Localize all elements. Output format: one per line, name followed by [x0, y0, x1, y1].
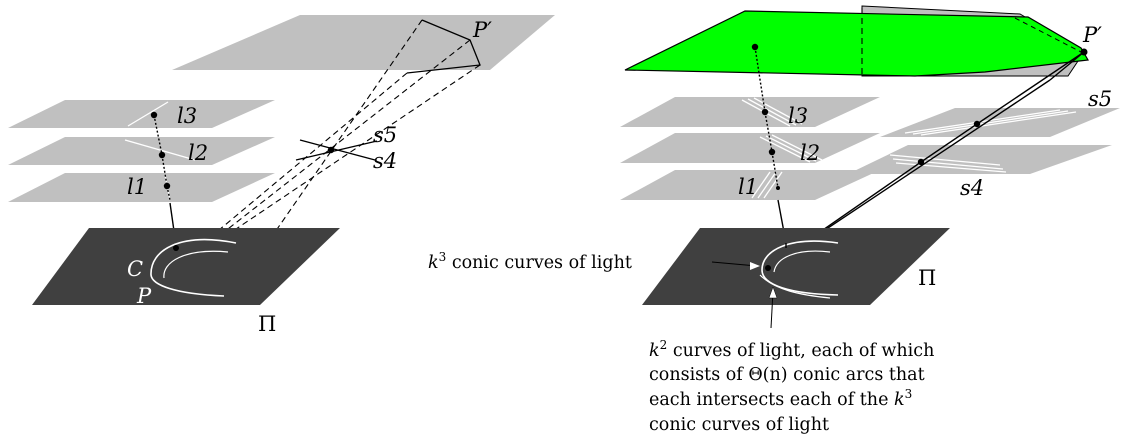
- annotation-curves-line4: conic curves of light: [649, 415, 829, 435]
- right-plane-l3: [620, 97, 880, 127]
- left-top-plane: [172, 15, 555, 70]
- right-point-p-prime: [1080, 48, 1088, 56]
- right-line-p-prime-low: [1049, 51, 1085, 81]
- left-panel: [8, 15, 555, 305]
- annotation-line1-k: k: [649, 341, 660, 361]
- annotation-line1-exp: 2: [660, 338, 668, 352]
- right-line-p-prime-s: [976, 51, 1085, 125]
- right-plane-l1: [620, 170, 880, 200]
- right-l-white-lines: [741, 97, 823, 199]
- left-line-s4: [299, 139, 376, 161]
- right-arrow-conic: [711, 261, 758, 267]
- right-curve-lower: [759, 274, 831, 299]
- left-label-p-prime: P′: [472, 18, 492, 42]
- right-label-pi: Π: [918, 266, 936, 290]
- right-point-green: [751, 43, 759, 51]
- right-label-s5: s5: [1088, 87, 1112, 111]
- left-plane-l2: [8, 137, 275, 165]
- right-green-plane: [624, 10, 1089, 77]
- left-curve-c-inner: [163, 250, 229, 279]
- annotation-curves-line2: consists of Θ(n) conic arcs that: [649, 365, 925, 385]
- right-point-pi: [765, 265, 771, 271]
- right-line-s-mid: [920, 123, 978, 163]
- right-green-dashed-diag: [1014, 17, 1082, 53]
- left-label-l1: l1: [127, 175, 147, 199]
- right-label-l2: l2: [800, 141, 820, 165]
- right-point-s5: [973, 120, 981, 128]
- annotation-line3-pre: each intersects each of the: [649, 390, 894, 410]
- right-label-l3: l3: [788, 104, 808, 128]
- right-curve-outer: [761, 240, 839, 296]
- right-point-s4: [917, 158, 925, 166]
- right-label-l1: l1: [738, 175, 758, 199]
- left-p-prime-polygon: [406, 19, 481, 74]
- left-point-l2: [158, 151, 166, 159]
- right-point-l1: [776, 186, 780, 190]
- right-label-s4: s4: [960, 176, 984, 200]
- left-line-l3: [127, 101, 169, 127]
- right-panel: [620, 5, 1120, 329]
- right-label-p-prime: P′: [1082, 23, 1102, 47]
- left-curve-c: [150, 238, 237, 297]
- annotation-conic-curves: k3 conic curves of light: [428, 250, 632, 273]
- left-point-crossing: [327, 146, 335, 154]
- right-curve-inner: [773, 250, 831, 273]
- annotation-line3-exp: 3: [905, 387, 913, 401]
- left-label-pi: Π: [258, 312, 276, 336]
- right-arrowhead-conic: [750, 262, 760, 270]
- left-label-s5: s5: [373, 123, 397, 147]
- left-label-c: C: [127, 257, 143, 281]
- left-plane-pi: [32, 228, 340, 305]
- right-point-l3: [761, 108, 769, 116]
- left-plane-l1: [8, 173, 275, 202]
- left-point-l1: [163, 182, 171, 190]
- left-label-l2: l2: [188, 141, 208, 165]
- left-line-l2: [124, 139, 196, 161]
- left-label-p: P: [136, 284, 152, 308]
- annotation-conic-k: k: [428, 253, 439, 273]
- right-arrowhead-curves: [768, 286, 778, 299]
- left-label-l3: l3: [177, 104, 197, 128]
- right-plane-l2: [620, 133, 880, 163]
- right-plane-pi: [642, 228, 950, 305]
- right-point-l2: [768, 148, 776, 156]
- annotation-line1-rest: curves of light, each of which: [667, 341, 934, 361]
- right-s-white-lines: [889, 109, 1077, 173]
- annotation-line3-k: k: [894, 390, 905, 410]
- annotation-curves-line3: each intersects each of the k3: [649, 387, 912, 410]
- annotation-conic-exp: 3: [439, 250, 447, 264]
- left-line-s5: [295, 140, 378, 161]
- right-plane-s5: [880, 108, 1120, 137]
- annotation-conic-rest: conic curves of light: [446, 253, 632, 273]
- left-label-s4: s4: [373, 149, 397, 173]
- annotation-curves-line1: k2 curves of light, each of which: [649, 338, 934, 361]
- left-point-l3: [150, 111, 158, 119]
- left-plane-l3: [8, 100, 275, 128]
- left-point-pi: [173, 245, 179, 251]
